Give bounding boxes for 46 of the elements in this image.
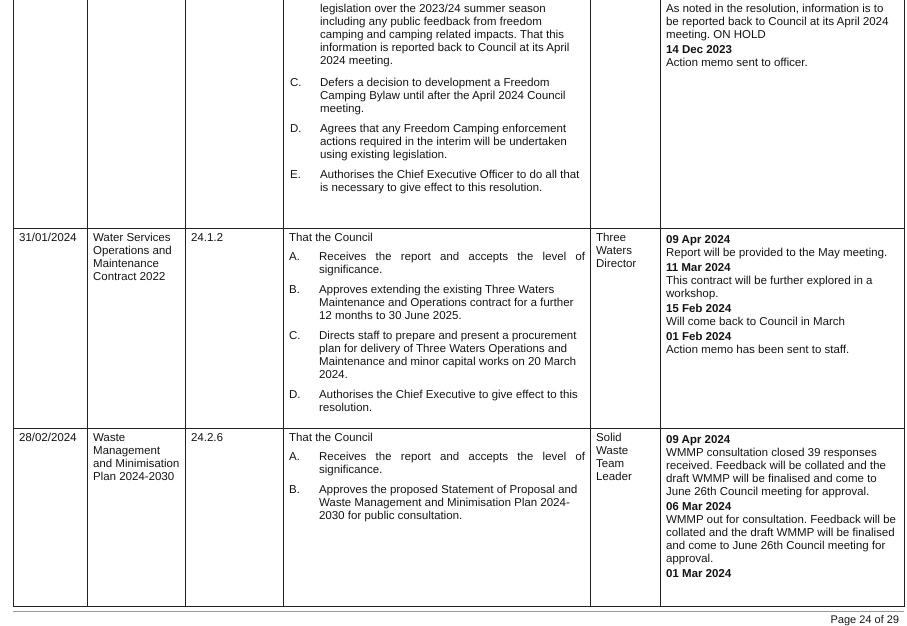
- list-marker: E.: [290, 169, 302, 183]
- status-date: 09 Apr 2024: [666, 234, 732, 246]
- status-date: 15 Feb 2024: [666, 302, 732, 316]
- status-note: Will come back to Council in March: [666, 316, 846, 328]
- list-marker: C.: [290, 77, 302, 91]
- report-title: Water Services Operations and Maintenance Contract 2022: [93, 232, 173, 284]
- status-note: Report will be provided to the May meeting.: [666, 246, 888, 260]
- meeting-date: 31/01/2024: [19, 232, 78, 244]
- list-marker: A.: [289, 250, 301, 264]
- status-date: 06 Mar 2024: [666, 500, 732, 514]
- status-date: 09 Apr 2024: [666, 434, 732, 446]
- list-marker: C.: [289, 330, 302, 344]
- meeting-date: 28/02/2024: [19, 432, 78, 444]
- resolution-clause: Authorises the Chief Executive Officer to do all that is necessary to give effect to this resolution.: [320, 169, 580, 195]
- resolution-clause: Approves extending the existing Three Waters Maintenance and Operations contract for a further 12 months to 30 June 2025.: [319, 284, 574, 322]
- status-note: Action memo has been sent to staff.: [666, 344, 850, 356]
- list-marker: B.: [289, 284, 301, 298]
- resolution-intro: That the Council: [289, 432, 374, 444]
- list-marker: A.: [289, 450, 301, 464]
- resolution-clause: Approves the proposed Statement of Proposal and Waste Management and Minimisation Plan 2024-2030 for public consultation.: [319, 484, 578, 522]
- status-date: 11 Mar 2024: [666, 262, 732, 274]
- status-note: This contract will be further explored in a workshop.: [666, 274, 874, 300]
- resolution-clause: Agrees that any Freedom Camping enforcement actions required in the interim will be undertaken using existing legislation.: [320, 123, 568, 162]
- list-marker: D.: [290, 123, 302, 137]
- status-note: Action memo sent to officer.: [666, 57, 809, 70]
- responsible-officer: Three Waters Director: [596, 232, 638, 270]
- status-note: WMMP consultation closed 39 responses received. Feedback will be collated and the draft WMMP will be finalised and come to June 26th Council meeting for approval.: [666, 446, 887, 498]
- list-marker: B.: [289, 484, 301, 498]
- resolution-clause: Directs staff to prepare and present a procurement plan for delivery of Three Waters Operations and Maintenance and minor capital works on 20 March 2024.: [319, 330, 578, 382]
- resolution-clause: Authorises the Chief Executive to give effect to this resolution.: [319, 388, 579, 414]
- resolution-number: 24.2.6: [191, 432, 224, 444]
- resolution-clause: Receives the report and accepts the level of significance.: [319, 450, 585, 476]
- resolution-clause: Defers a decision to development a Freedom Camping Bylaw until after the April 2024 Council meeting.: [320, 77, 566, 116]
- resolution-clause: legislation over the 2023/24 summer season including any public feedback from freedom camping and camping related impacts. That this information is reported back to Council at its April 2024 meeting.: [320, 3, 570, 68]
- resolution-clause: Receives the report and accepts the level of significance.: [319, 250, 585, 276]
- status-date: 14 Dec 2023: [666, 44, 733, 57]
- status-date: 01 Feb 2024: [666, 330, 732, 344]
- status-note: WMMP out for consultation. Feedback will be collated and the draft WMMP will be finalised and come to June 26th Council meeting for approval.: [666, 514, 897, 566]
- report-title: Waste Management and Minimisation Plan 2024-2030: [93, 432, 180, 484]
- resolution-number: 24.1.2: [191, 232, 224, 244]
- status-note: As noted in the resolution, information is to be reported back to Council at its April 2024 meeting. ON HOLD: [666, 3, 890, 42]
- responsible-officer: Solid Waste Team Leader: [596, 432, 633, 484]
- status-date: 01 Mar 2024: [666, 568, 732, 580]
- page-number: Page 24 of 29: [830, 614, 899, 626]
- list-marker: D.: [289, 388, 302, 402]
- resolution-intro: That the Council: [289, 232, 374, 244]
